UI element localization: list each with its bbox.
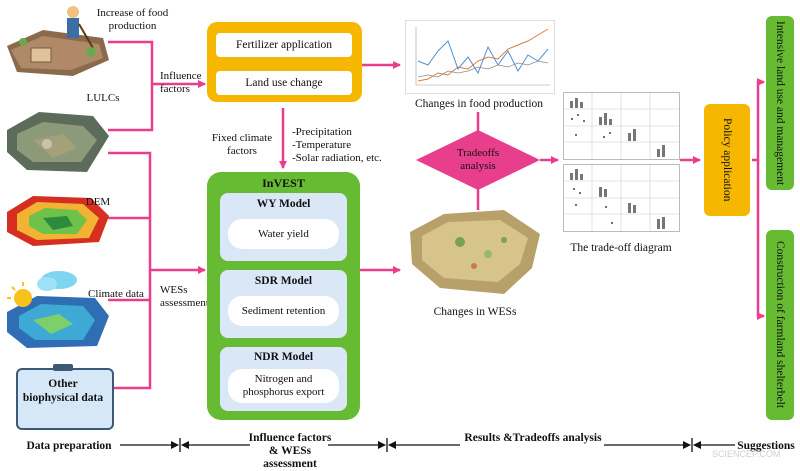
clipboard-clip — [53, 364, 73, 371]
suggestion-intensive-label: Intensive land use and management — [774, 20, 786, 186]
tradeoff-matrix-bottom — [563, 164, 680, 232]
climate-data-image — [3, 262, 111, 354]
climate-factor-temperature: -Temperature — [292, 139, 352, 151]
wes-change-map — [400, 198, 550, 302]
food-production-image — [3, 2, 111, 82]
stage-influence-assessment: Influence factors & WESs assessment — [248, 432, 332, 470]
ndr-model-title: NDR Model — [253, 351, 314, 363]
nitrogen-phosphorus-pill: Nitrogen and phosphorus export — [228, 369, 339, 403]
climate-factor-solar: -Solar radiation, etc. — [292, 152, 382, 164]
stage-data-preparation: Data preparation — [26, 440, 112, 452]
tradeoffs-label: Tradeoffs analysis — [456, 147, 500, 172]
policy-application-label: Policy application — [721, 118, 733, 202]
food-production-label: Increase of food production — [96, 7, 169, 32]
wess-assessment-label: WESs assessment — [160, 284, 209, 309]
wy-model-title: WY Model — [256, 198, 311, 210]
climate-factor-precipitation: -Precipitation — [292, 126, 352, 138]
fixed-climate-label: Fixed climate factors — [211, 132, 273, 157]
suggestion-intensive-box — [766, 16, 794, 190]
food-production-chart — [405, 20, 555, 94]
stage-suggestions: Suggestions — [737, 440, 795, 452]
suggestion-shelterbelt-box — [766, 230, 794, 420]
climate-factor-list: -Precipitation -Temperature -Solar radia… — [292, 126, 402, 165]
changes-food-label: Changes in food production — [414, 98, 544, 110]
climate-data-label: Climate data — [88, 288, 144, 300]
policy-application-box — [704, 104, 750, 216]
tradeoff-diagram-label: The trade-off diagram — [570, 242, 672, 254]
changes-wess-label: Changes in WESs — [433, 306, 517, 318]
fertilizer-application-box: Fertilizer application — [216, 33, 352, 57]
lulc-label: LULCs — [86, 92, 120, 104]
watermark: SCIENCEP.COM — [712, 449, 781, 459]
suggestion-shelterbelt-label: Construction of farmland shelterbelt — [774, 241, 786, 409]
dem-map-image — [3, 188, 111, 250]
sediment-retention-pill: Sediment retention — [228, 296, 339, 326]
sdr-model-title: SDR Model — [254, 275, 313, 287]
lulc-map-image — [3, 100, 111, 180]
tradeoffs-diamond — [414, 128, 542, 192]
influence-factors-label: Influence factors — [160, 70, 202, 95]
land-use-change-box: Land use change — [216, 71, 352, 95]
water-yield-pill: Water yield — [228, 219, 339, 249]
dem-label: DEM — [85, 196, 111, 208]
invest-title: InVEST — [262, 176, 305, 190]
stage-results-tradeoffs: Results &Tradeoffs analysis — [464, 432, 602, 444]
tradeoff-matrix-top — [563, 92, 680, 160]
other-data-label: Other biophysical data — [22, 378, 104, 404]
